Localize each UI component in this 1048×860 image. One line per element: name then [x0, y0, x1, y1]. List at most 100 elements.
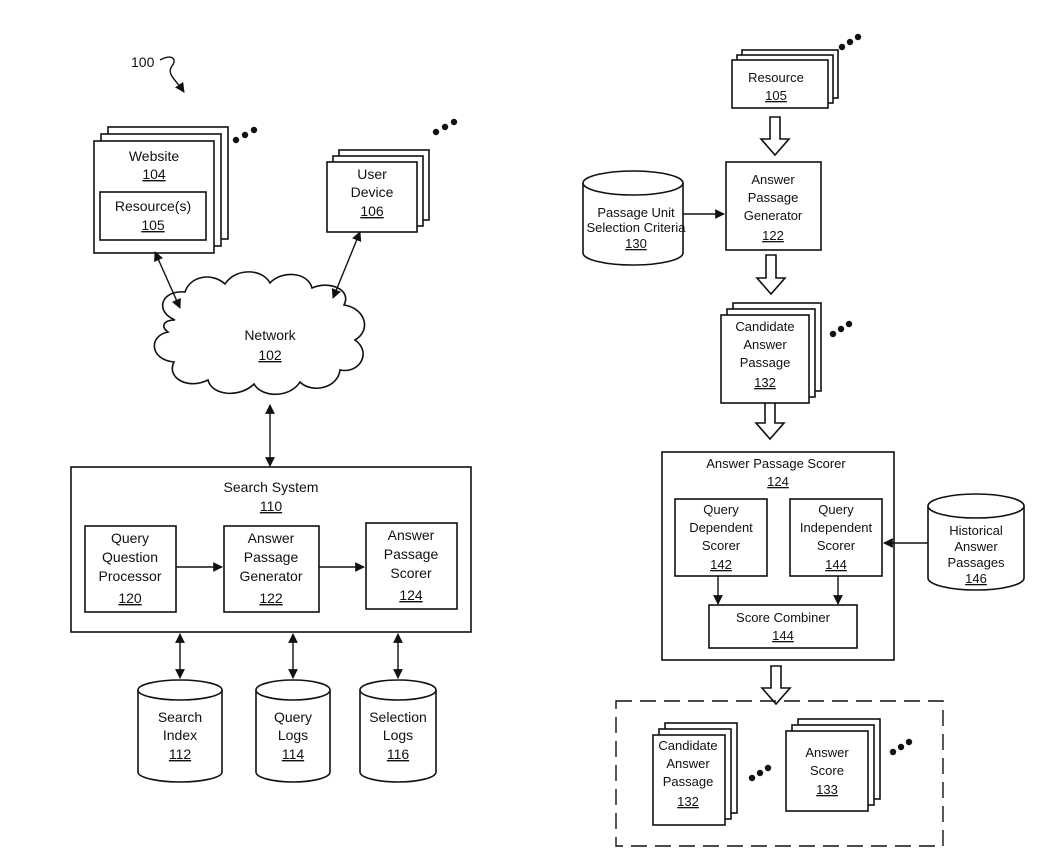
candidate-line1: Candidate	[735, 319, 794, 334]
answer-scorer-box	[365, 522, 458, 610]
query-processor-line3: Processor	[98, 568, 161, 584]
resource-stack: Resource 105	[731, 33, 862, 109]
criteria-line1: Passage Unit	[597, 205, 675, 220]
criteria-cylinder: Passage Unit Selection Criteria 130	[582, 170, 687, 266]
search-index-ref: 112	[169, 746, 192, 762]
user-device-line1: User	[357, 166, 387, 182]
network-ref: 102	[258, 347, 282, 363]
historical-line1: Historical	[949, 523, 1003, 538]
historical-cylinder: Historical Answer Passages 146	[927, 493, 1025, 591]
passage-scorer: Answer Passage Scorer 124 Query Dependen…	[661, 451, 895, 661]
generator-line2: Passage	[748, 190, 799, 205]
criteria-line2: Selection Criteria	[587, 220, 687, 235]
query-processor-box	[84, 525, 177, 613]
query-logs-line2: Logs	[278, 727, 308, 743]
search-system-title: Search System	[224, 479, 319, 495]
resource-title: Resource	[748, 70, 804, 85]
out-candidate-line3: Passage	[663, 774, 714, 789]
resource-more-dots	[838, 33, 862, 51]
query-logs-cylinder: Query Logs 114	[255, 679, 331, 783]
out-candidate-line1: Candidate	[658, 738, 717, 753]
qind-line1: Query	[818, 502, 854, 517]
network-title: Network	[244, 327, 296, 343]
combiner-ref: 144	[772, 628, 794, 643]
combiner-title: Score Combiner	[736, 610, 831, 625]
output-score-stack: Answer Score 133	[785, 718, 913, 812]
qind-ref: 144	[825, 557, 847, 572]
answer-generator-ref: 122	[259, 590, 283, 606]
answer-generator-box	[223, 525, 320, 613]
selection-logs-line2: Logs	[383, 727, 413, 743]
hollow-arrow-4	[760, 665, 792, 706]
out-candidate-line2: Answer	[666, 756, 710, 771]
scorer-title: Answer Passage Scorer	[706, 456, 846, 471]
qdep-ref: 142	[710, 557, 732, 572]
query-processor-line1: Query	[111, 530, 149, 546]
user-device-line2: Device	[351, 184, 394, 200]
network-cloud: Network 102	[153, 271, 366, 396]
historical-line3: Passages	[947, 555, 1005, 570]
out-score-ref: 133	[816, 782, 838, 797]
search-system-ref: 110	[260, 498, 283, 514]
candidate-ref: 132	[754, 375, 776, 390]
generator-line1: Answer	[751, 172, 795, 187]
qind-line3: Scorer	[817, 538, 856, 553]
search-system: Search System 110 Query Question Process…	[70, 466, 472, 633]
answer-scorer-ref: 124	[399, 587, 423, 603]
scorer-ref: 124	[767, 474, 789, 489]
hollow-arrow-2	[755, 254, 787, 296]
answer-scorer-line3: Scorer	[390, 565, 432, 581]
generator-box: Answer Passage Generator 122	[725, 161, 822, 251]
answer-scorer-line2: Passage	[384, 546, 439, 562]
candidate-line3: Passage	[740, 355, 791, 370]
user-device-ref: 106	[360, 203, 384, 219]
hollow-arrow-3	[754, 399, 786, 441]
resources-title: Resource(s)	[115, 198, 191, 214]
qdep-line2: Dependent	[689, 520, 753, 535]
query-processor-line2: Question	[102, 549, 158, 565]
resources-box	[99, 191, 207, 241]
user-device-more-dots	[432, 118, 458, 136]
search-index-cylinder: Search Index 112	[137, 679, 223, 783]
historical-ref: 146	[965, 571, 987, 586]
selection-logs-cylinder: Selection Logs 116	[359, 679, 437, 783]
selection-logs-line1: Selection	[369, 709, 427, 725]
resource-ref: 105	[765, 88, 787, 103]
query-processor-ref: 120	[118, 590, 142, 606]
website-title: Website	[129, 148, 180, 164]
output-dashed-box	[615, 700, 944, 847]
answer-generator-line2: Passage	[244, 549, 299, 565]
generator-ref: 122	[762, 228, 784, 243]
out-score-more-dots	[889, 738, 913, 756]
figure-ref: 100	[131, 54, 155, 70]
search-index-line1: Search	[158, 709, 202, 725]
generator-line3: Generator	[744, 208, 803, 223]
combiner-box	[708, 604, 858, 649]
answer-generator-line3: Generator	[239, 568, 302, 584]
user-device-stack: User Device 106	[326, 118, 458, 233]
query-logs-ref: 114	[282, 746, 305, 762]
out-candidate-ref: 132	[677, 794, 699, 809]
qind-line2: Independent	[800, 520, 873, 535]
qind-box	[789, 498, 883, 577]
out-score-line1: Answer	[805, 745, 849, 760]
candidate-line2: Answer	[743, 337, 787, 352]
criteria-ref: 130	[625, 236, 647, 251]
output-candidate-stack: Candidate Answer Passage 132	[652, 722, 772, 826]
out-score-line2: Score	[810, 763, 844, 778]
out-candidate-more-dots	[748, 764, 772, 782]
resources-ref: 105	[141, 217, 165, 233]
website-network-arrow	[154, 251, 181, 309]
website-ref: 104	[142, 166, 166, 182]
query-logs-line1: Query	[274, 709, 312, 725]
answer-generator-line1: Answer	[248, 530, 295, 546]
candidate-more-dots	[829, 320, 853, 338]
answer-scorer-line1: Answer	[388, 527, 435, 543]
historical-line2: Answer	[954, 539, 998, 554]
qdep-box	[674, 498, 768, 577]
website-more-dots	[232, 126, 258, 144]
candidate-stack: Candidate Answer Passage 132	[720, 302, 853, 404]
qdep-line1: Query	[703, 502, 739, 517]
search-index-line2: Index	[163, 727, 197, 743]
